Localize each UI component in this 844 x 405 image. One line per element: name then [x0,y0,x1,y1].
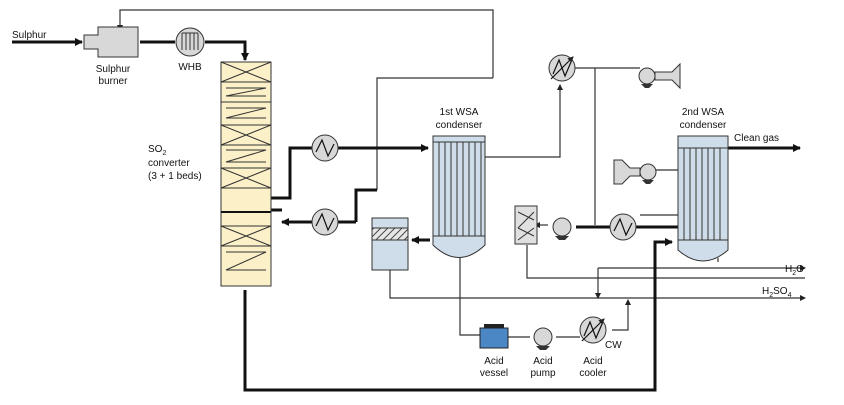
acid-cooler [579,316,607,344]
gas-cooler-3 [609,213,637,241]
acid-pump-label-2: pump [530,368,555,379]
air-blower-top [638,62,681,90]
so2-converter [220,61,272,287]
h2o-label: H2O [785,264,804,277]
clean-gas-label: Clean gas [734,133,779,144]
air-blower-wsa2 [613,159,657,185]
gas-cooler-1 [311,134,339,162]
wsa1-label-1: 1st WSA [440,107,479,118]
whb-exchanger [175,27,205,57]
air-line [376,77,493,190]
whb-label: WHB [178,62,202,73]
acid-drop-1 [459,256,480,336]
cw-label: CW [605,340,622,351]
sulphur-burner [83,26,139,58]
converter-label: converter [148,158,190,169]
converter-bottom [243,238,673,392]
recycle-line [117,9,494,78]
sulphur-burner-label: Sulphur [96,64,131,75]
beds-label: (3 + 1 beds) [148,171,202,182]
cooler-return [612,299,631,331]
air-cooler-top [548,54,576,82]
acid-vessel-label-1: Acid [484,356,503,367]
acid-pump [533,327,553,350]
sulphur-feed-label: Sulphur [12,30,47,41]
gas-blower [552,217,572,240]
demister-drain [526,245,805,279]
wsa1-label-2: condenser [436,120,483,131]
acid-vessel [479,324,509,349]
acid-cooler-label-2: cooler [579,368,607,379]
knockout-riser [354,188,377,222]
sulphur-burner-label-2: burner [99,76,129,87]
so2-label: SO2 [148,144,166,157]
gas-cooler-2 [311,208,339,236]
wsa2-label-1: 2nd WSA [682,107,725,118]
wsa2-label-2: condenser [680,120,727,131]
wsa-condenser-2 [677,135,729,262]
acid-pump-label-1: Acid [533,356,552,367]
acid-vessel-label-2: vessel [480,368,508,379]
knockout-vessel [371,217,409,271]
demister [514,205,538,245]
h2so4-label: H2SO4 [762,286,792,299]
whb-to-converter [205,40,249,61]
converter-to-hx1 [270,146,312,200]
wsa-condenser-1 [432,135,486,258]
h2so4-line [389,270,806,301]
acid-cooler-label-1: Acid [583,356,602,367]
wsa1-gas-outlet [485,84,563,158]
